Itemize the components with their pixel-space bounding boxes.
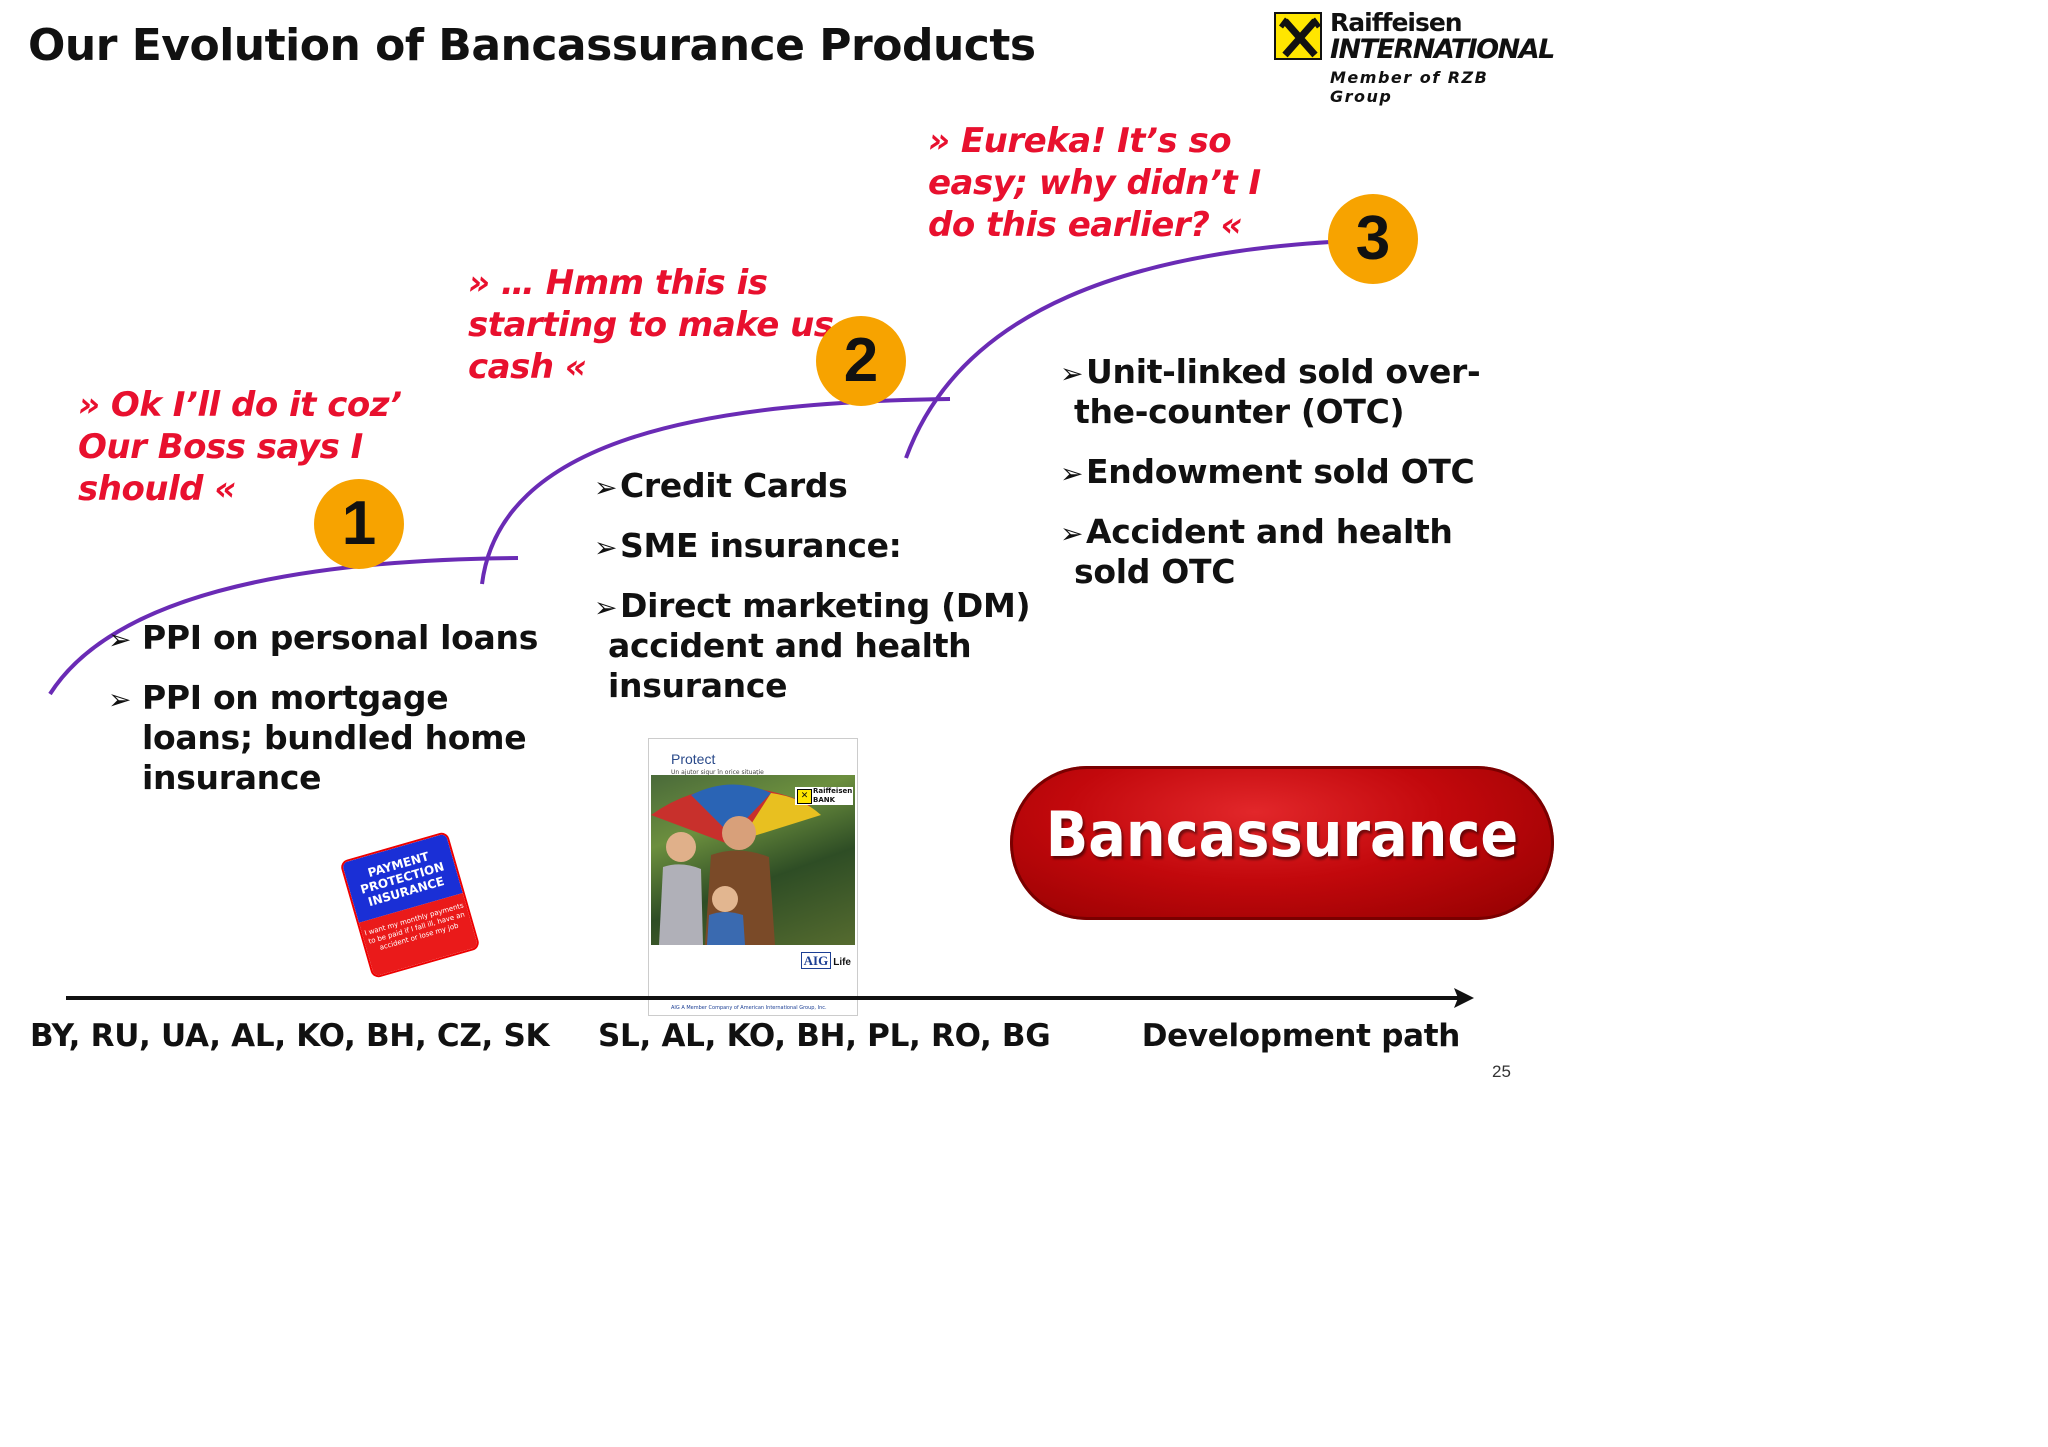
quote-line: » … Hmm this is xyxy=(468,263,768,303)
development-timeline-axis xyxy=(66,988,1474,1008)
arrowhead-bullet-icon: ➢ xyxy=(108,683,132,716)
bancassurance-banner: Bancassurance xyxy=(1010,766,1554,920)
arrowhead-bullet-icon: ➢ xyxy=(594,591,618,624)
step-2-badge: 2 xyxy=(816,316,906,406)
bullet-line: SME insurance: xyxy=(620,526,902,565)
list-item: ➢ Accident and health sold OTC xyxy=(1060,512,1514,592)
quote-stage-1: » Ok I’ll do it coz’ Our Boss says I sho… xyxy=(78,384,402,510)
brochure-title: Protect xyxy=(671,751,716,767)
stage-1-countries: BY, RU, UA, AL, KO, BH, CZ, SK xyxy=(30,1018,550,1054)
list-item: ➢ PPI on mortgage loans; bundled home in… xyxy=(108,678,562,798)
arrowhead-bullet-icon: ➢ xyxy=(594,471,618,504)
list-item: ➢ Endowment sold OTC xyxy=(1060,452,1514,492)
arrowhead-bullet-icon: ➢ xyxy=(1060,457,1084,490)
stage-3-products: ➢ Unit-linked sold over- the-counter (OT… xyxy=(1060,352,1514,612)
bancassurance-label: Bancassurance xyxy=(1045,798,1519,871)
raiffeisen-logo: Raiffeisen INTERNATIONAL Member of RZB G… xyxy=(1274,8,1555,106)
bullet-line: the-counter (OTC) xyxy=(1074,392,1405,431)
bullet-line: insurance xyxy=(142,758,322,797)
bullet-line: accident and health xyxy=(608,626,972,665)
quote-line: easy; why didn’t I xyxy=(928,163,1261,203)
quote-line: cash « xyxy=(468,347,587,387)
arrowhead-bullet-icon: ➢ xyxy=(594,531,618,564)
bullet-line: PPI on mortgage xyxy=(142,678,449,717)
stage-2-countries: SL, AL, KO, BH, PL, RO, BG xyxy=(598,1018,1051,1054)
quote-line: » Eureka! It’s so xyxy=(928,121,1232,161)
bullet-line: loans; bundled home xyxy=(142,718,527,757)
raiffeisen-gable-cross-icon xyxy=(1274,12,1322,60)
quote-stage-2: » … Hmm this is starting to make us cash… xyxy=(468,262,834,388)
bullet-line: Credit Cards xyxy=(620,466,848,505)
logo-subname: INTERNATIONAL xyxy=(1330,34,1555,65)
arrowhead-bullet-icon: ➢ xyxy=(108,623,132,656)
raiffeisen-bank-badge: ✕ Raiffeisen BANK xyxy=(795,787,853,805)
page-number: 25 xyxy=(1492,1062,1511,1081)
protect-brochure-image: Protect Un ajutor sigur în orice situaţi… xyxy=(648,738,858,1016)
bullet-line: Accident and health xyxy=(1086,512,1453,551)
list-item: ➢ Unit-linked sold over- the-counter (OT… xyxy=(1060,352,1514,432)
list-item: ➢ Direct marketing (DM) accident and hea… xyxy=(594,586,1038,706)
curve-stage-3 xyxy=(904,238,1373,459)
curve-stage-1 xyxy=(48,556,519,696)
list-item: ➢ PPI on personal loans xyxy=(108,618,562,658)
axis-label: Development path xyxy=(1141,1018,1461,1054)
bullet-line: Endowment sold OTC xyxy=(1086,452,1475,491)
arrowhead-bullet-icon: ➢ xyxy=(1060,517,1084,550)
arrowhead-bullet-icon: ➢ xyxy=(1060,357,1084,390)
step-1-badge: 1 xyxy=(314,479,404,569)
bullet-line: Direct marketing (DM) xyxy=(620,586,1031,625)
stage-2-products: ➢ Credit Cards ➢ SME insurance: ➢ Direct… xyxy=(594,466,1038,726)
axis-arrowhead xyxy=(1454,988,1474,1008)
logo-name: Raiffeisen xyxy=(1330,8,1463,37)
life-label: Life xyxy=(833,957,851,968)
quote-line: starting to make us xyxy=(468,305,834,345)
raiffeisen-cross-icon: ✕ xyxy=(797,789,812,804)
brochure-footer: AIG A Member Company of American Interna… xyxy=(671,1005,827,1011)
quote-line: should « xyxy=(78,469,236,509)
quote-line: do this earlier? « xyxy=(928,205,1243,245)
bullet-line: insurance xyxy=(608,666,788,705)
logo-tagline: Member of RZB Group xyxy=(1330,68,1489,106)
bullet-line: PPI on personal loans xyxy=(142,618,539,657)
aig-label: AIG xyxy=(800,952,832,969)
stage-1-products: ➢ PPI on personal loans ➢ PPI on mortgag… xyxy=(108,618,562,818)
quote-line: Our Boss says I xyxy=(78,427,363,467)
brochure-subtitle: Un ajutor sigur în orice situaţie xyxy=(671,769,764,776)
bullet-line: Unit-linked sold over- xyxy=(1086,352,1481,391)
quote-line: » Ok I’ll do it coz’ xyxy=(78,385,402,425)
slide-title: Our Evolution of Bancassurance Products xyxy=(28,20,1036,71)
list-item: ➢ SME insurance: xyxy=(594,526,1038,566)
quote-stage-3: » Eureka! It’s so easy; why didn’t I do … xyxy=(928,120,1261,246)
brochure-bank-label: Raiffeisen BANK xyxy=(813,787,853,804)
step-3-badge: 3 xyxy=(1328,194,1418,284)
bullet-line: sold OTC xyxy=(1074,552,1236,591)
list-item: ➢ Credit Cards xyxy=(594,466,1038,506)
